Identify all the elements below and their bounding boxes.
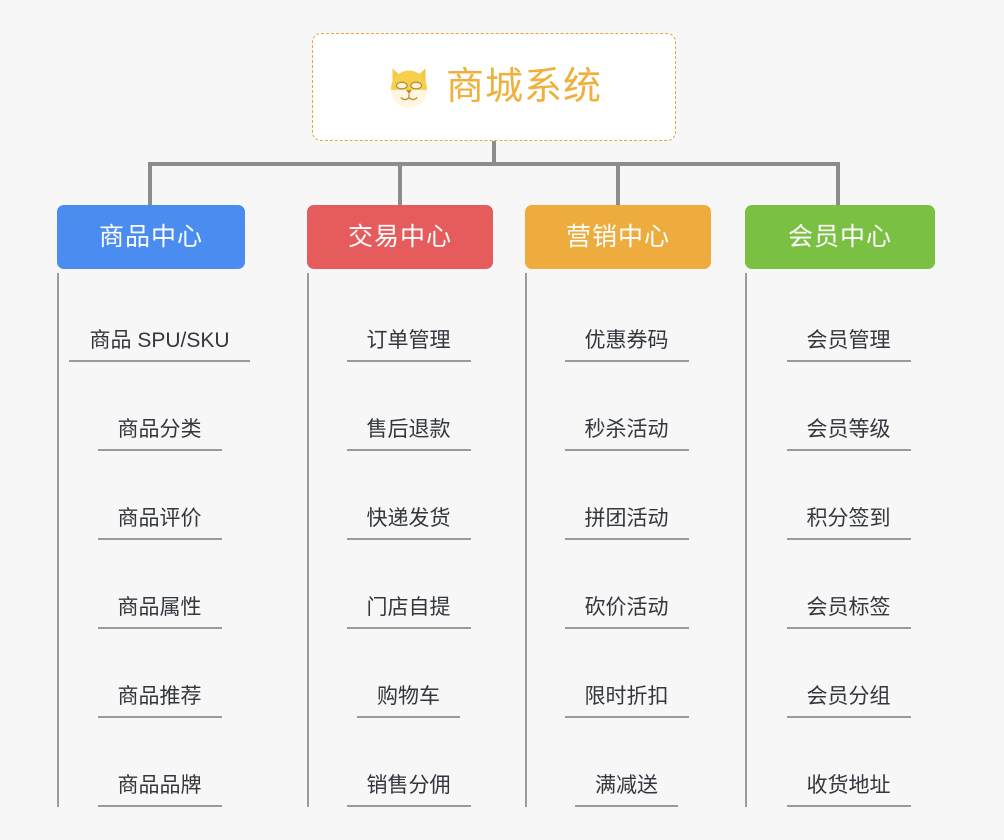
branch-header-1[interactable]: 商品中心 bbox=[57, 205, 245, 269]
list-item-label: 收货地址 bbox=[786, 773, 911, 807]
list-item-label: 商品推荐 bbox=[97, 684, 222, 718]
list-item-label: 砍价活动 bbox=[564, 595, 689, 629]
branch-header-4[interactable]: 会员中心 bbox=[745, 205, 935, 269]
branch-header-3[interactable]: 营销中心 bbox=[525, 205, 711, 269]
list-item[interactable]: 销售分佣 bbox=[324, 718, 493, 807]
list-item-label: 会员分组 bbox=[786, 684, 911, 718]
branch-items-4: 会员管理 会员等级 积分签到 会员标签 会员分组 收货地址 bbox=[745, 273, 935, 807]
list-item-label: 商品属性 bbox=[97, 595, 222, 629]
list-item[interactable]: 售后退款 bbox=[324, 362, 493, 451]
list-item-label: 优惠券码 bbox=[564, 328, 689, 362]
list-item-label: 快递发货 bbox=[346, 506, 471, 540]
list-item[interactable]: 砍价活动 bbox=[542, 540, 711, 629]
connector-drop-1 bbox=[148, 162, 152, 205]
branch-items-3: 优惠券码 秒杀活动 拼团活动 砍价活动 限时折扣 满减送 bbox=[525, 273, 711, 807]
connector-horizontal-bus bbox=[148, 162, 840, 166]
list-item-label: 商品分类 bbox=[97, 417, 222, 451]
dog-face-icon bbox=[386, 64, 432, 110]
list-item[interactable]: 会员管理 bbox=[762, 273, 935, 362]
root-node-content: 商城系统 bbox=[386, 64, 602, 110]
list-item[interactable]: 购物车 bbox=[324, 629, 493, 718]
connector-drop-4 bbox=[836, 162, 840, 205]
branch-column-4: 会员中心 会员管理 会员等级 积分签到 会员标签 会员分组 收货地址 bbox=[745, 205, 935, 807]
list-item[interactable]: 商品 SPU/SKU bbox=[69, 273, 250, 362]
list-item[interactable]: 快递发货 bbox=[324, 451, 493, 540]
branch-items-2: 订单管理 售后退款 快递发货 门店自提 购物车 销售分佣 bbox=[307, 273, 493, 807]
list-item-label: 拼团活动 bbox=[564, 506, 689, 540]
list-item[interactable]: 积分签到 bbox=[762, 451, 935, 540]
list-item[interactable]: 门店自提 bbox=[324, 540, 493, 629]
branch-items-1: 商品 SPU/SKU 商品分类 商品评价 商品属性 商品推荐 商品品牌 bbox=[57, 273, 250, 807]
list-item[interactable]: 商品属性 bbox=[74, 540, 245, 629]
branch-column-1: 商品中心 商品 SPU/SKU 商品分类 商品评价 商品属性 商品推荐 商品品牌 bbox=[57, 205, 250, 807]
list-item[interactable]: 限时折扣 bbox=[542, 629, 711, 718]
list-item[interactable]: 会员分组 bbox=[762, 629, 935, 718]
list-item[interactable]: 秒杀活动 bbox=[542, 362, 711, 451]
branch-column-3: 营销中心 优惠券码 秒杀活动 拼团活动 砍价活动 限时折扣 满减送 bbox=[525, 205, 711, 807]
list-item-label: 购物车 bbox=[357, 684, 460, 718]
branch-header-2[interactable]: 交易中心 bbox=[307, 205, 493, 269]
list-item-label: 订单管理 bbox=[346, 328, 471, 362]
connector-drop-3 bbox=[616, 162, 620, 205]
root-title: 商城系统 bbox=[445, 66, 602, 108]
list-item-label: 限时折扣 bbox=[564, 684, 689, 718]
list-item-label: 满减送 bbox=[575, 773, 678, 807]
list-item[interactable]: 订单管理 bbox=[324, 273, 493, 362]
list-item-label: 商品评价 bbox=[97, 506, 222, 540]
connector-root-stem bbox=[492, 141, 496, 164]
list-item-label: 会员管理 bbox=[786, 328, 911, 362]
list-item-label: 会员等级 bbox=[786, 417, 911, 451]
branch-column-2: 交易中心 订单管理 售后退款 快递发货 门店自提 购物车 销售分佣 bbox=[307, 205, 493, 807]
list-item-label: 门店自提 bbox=[346, 595, 471, 629]
connector-drop-2 bbox=[398, 162, 402, 205]
list-item[interactable]: 满减送 bbox=[542, 718, 711, 807]
list-item[interactable]: 会员标签 bbox=[762, 540, 935, 629]
list-item-label: 会员标签 bbox=[786, 595, 911, 629]
list-item[interactable]: 会员等级 bbox=[762, 362, 935, 451]
list-item-label: 销售分佣 bbox=[346, 773, 471, 807]
list-item[interactable]: 商品推荐 bbox=[74, 629, 245, 718]
list-item[interactable]: 拼团活动 bbox=[542, 451, 711, 540]
list-item-label: 积分签到 bbox=[786, 506, 911, 540]
list-item-label: 商品 SPU/SKU bbox=[69, 328, 250, 362]
list-item[interactable]: 优惠券码 bbox=[542, 273, 711, 362]
list-item-label: 商品品牌 bbox=[97, 773, 222, 807]
list-item[interactable]: 商品评价 bbox=[74, 451, 245, 540]
list-item[interactable]: 收货地址 bbox=[762, 718, 935, 807]
list-item[interactable]: 商品品牌 bbox=[74, 718, 245, 807]
list-item[interactable]: 商品分类 bbox=[74, 362, 245, 451]
list-item-label: 秒杀活动 bbox=[564, 417, 689, 451]
root-node[interactable]: 商城系统 bbox=[312, 33, 676, 141]
list-item-label: 售后退款 bbox=[346, 417, 471, 451]
